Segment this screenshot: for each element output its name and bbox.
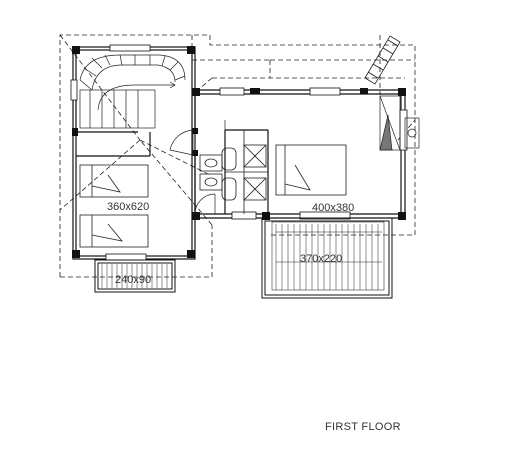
room-label-balcony: 240x90 (115, 274, 151, 286)
wardrobe (379, 95, 420, 151)
walls (72, 46, 406, 260)
balcony (94, 259, 176, 293)
staircase (79, 54, 186, 129)
terrace-railing (275, 224, 382, 290)
windows (70, 44, 408, 261)
bed-right (275, 144, 347, 196)
room-label-terrace: 370x220 (300, 253, 342, 265)
columns (72, 46, 406, 258)
roof-window (364, 35, 401, 85)
floor-title: FIRST FLOOR (325, 421, 401, 433)
bed-left (79, 164, 149, 248)
doors (169, 120, 226, 215)
balcony-railing (101, 264, 168, 288)
terrace (261, 217, 393, 299)
bathroom (199, 130, 268, 214)
room-label-bedroom-left: 360x620 (107, 201, 149, 213)
room-label-bedroom-right: 400x380 (312, 202, 354, 214)
